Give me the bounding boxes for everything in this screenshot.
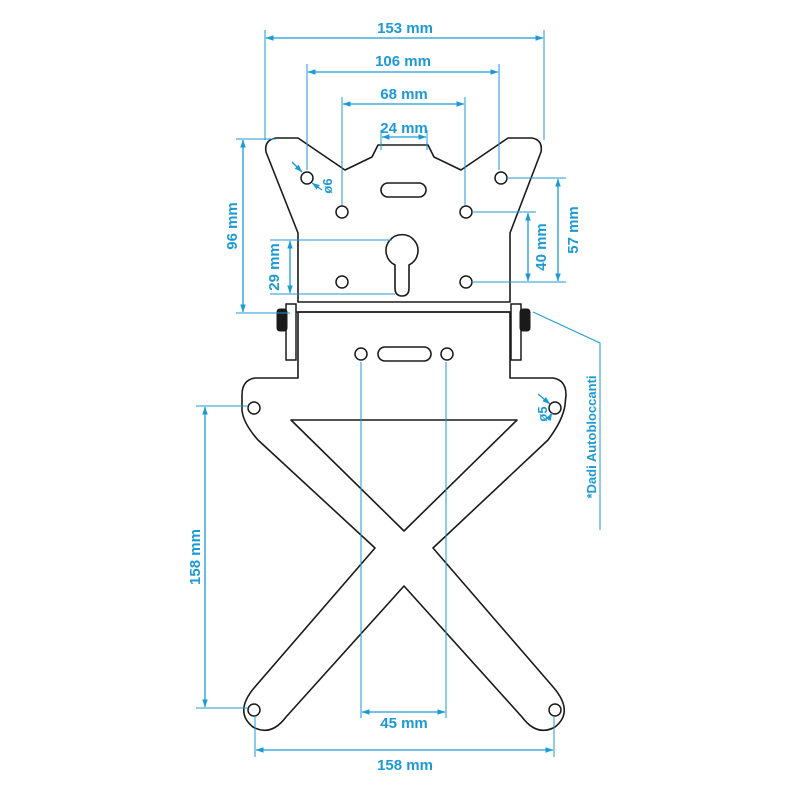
annotations: ø6 ø5 *Dadi Autobloccanti [291, 161, 601, 530]
nut-right [519, 308, 531, 332]
dim-label-96: 96 mm [224, 202, 241, 250]
upper-slot [380, 182, 427, 198]
hole-top-right [494, 171, 508, 185]
nut-left [276, 308, 288, 332]
diameter-label-5: ø5 [535, 406, 550, 421]
dim-label-40: 40 mm [533, 223, 550, 271]
hole-foot-right [548, 703, 562, 717]
hole-side-right [548, 401, 562, 415]
hole-lower-slot-left [354, 347, 368, 361]
lower-plate [241, 311, 567, 732]
dimension-lines: 153 mm 106 mm 68 mm 24 mm 96 mm 29 mm 57… [187, 20, 582, 774]
nuts-callout-leader [532, 311, 601, 530]
hole-foot-left [247, 703, 261, 717]
dim-label-106: 106 mm [375, 53, 431, 70]
hinge-bracket-right [510, 303, 522, 361]
dim-label-68: 68 mm [380, 86, 428, 103]
dim-label-158-horizontal: 158 mm [377, 757, 433, 774]
dim-label-57: 57 mm [565, 206, 582, 254]
keyhole-slot [385, 233, 419, 297]
hole-low-left [335, 275, 349, 289]
upper-plate [264, 137, 543, 303]
diameter-label-6: ø6 [320, 178, 335, 193]
dim-label-29: 29 mm [266, 243, 283, 291]
hinge-bracket-left [285, 303, 297, 361]
hole-low-right [459, 275, 473, 289]
lower-slot [377, 346, 432, 362]
hole-mid-right [459, 205, 473, 219]
triangle-cutout [290, 419, 518, 532]
dim-label-45: 45 mm [380, 715, 428, 732]
dim-label-153: 153 mm [377, 20, 433, 37]
hole-side-left [247, 401, 261, 415]
dim-label-24: 24 mm [380, 120, 428, 137]
diameter-5-leader [537, 393, 551, 405]
lower-plate-outline [241, 311, 567, 732]
nuts-callout-label: *Dadi Autobloccanti [584, 375, 599, 498]
hole-mid-left [335, 205, 349, 219]
dim-label-158-vertical: 158 mm [187, 529, 204, 585]
hole-lower-slot-right [440, 347, 454, 361]
hole-top-left [300, 171, 314, 185]
upper-plate-outline [264, 137, 543, 303]
diameter-6-leader [291, 161, 303, 173]
